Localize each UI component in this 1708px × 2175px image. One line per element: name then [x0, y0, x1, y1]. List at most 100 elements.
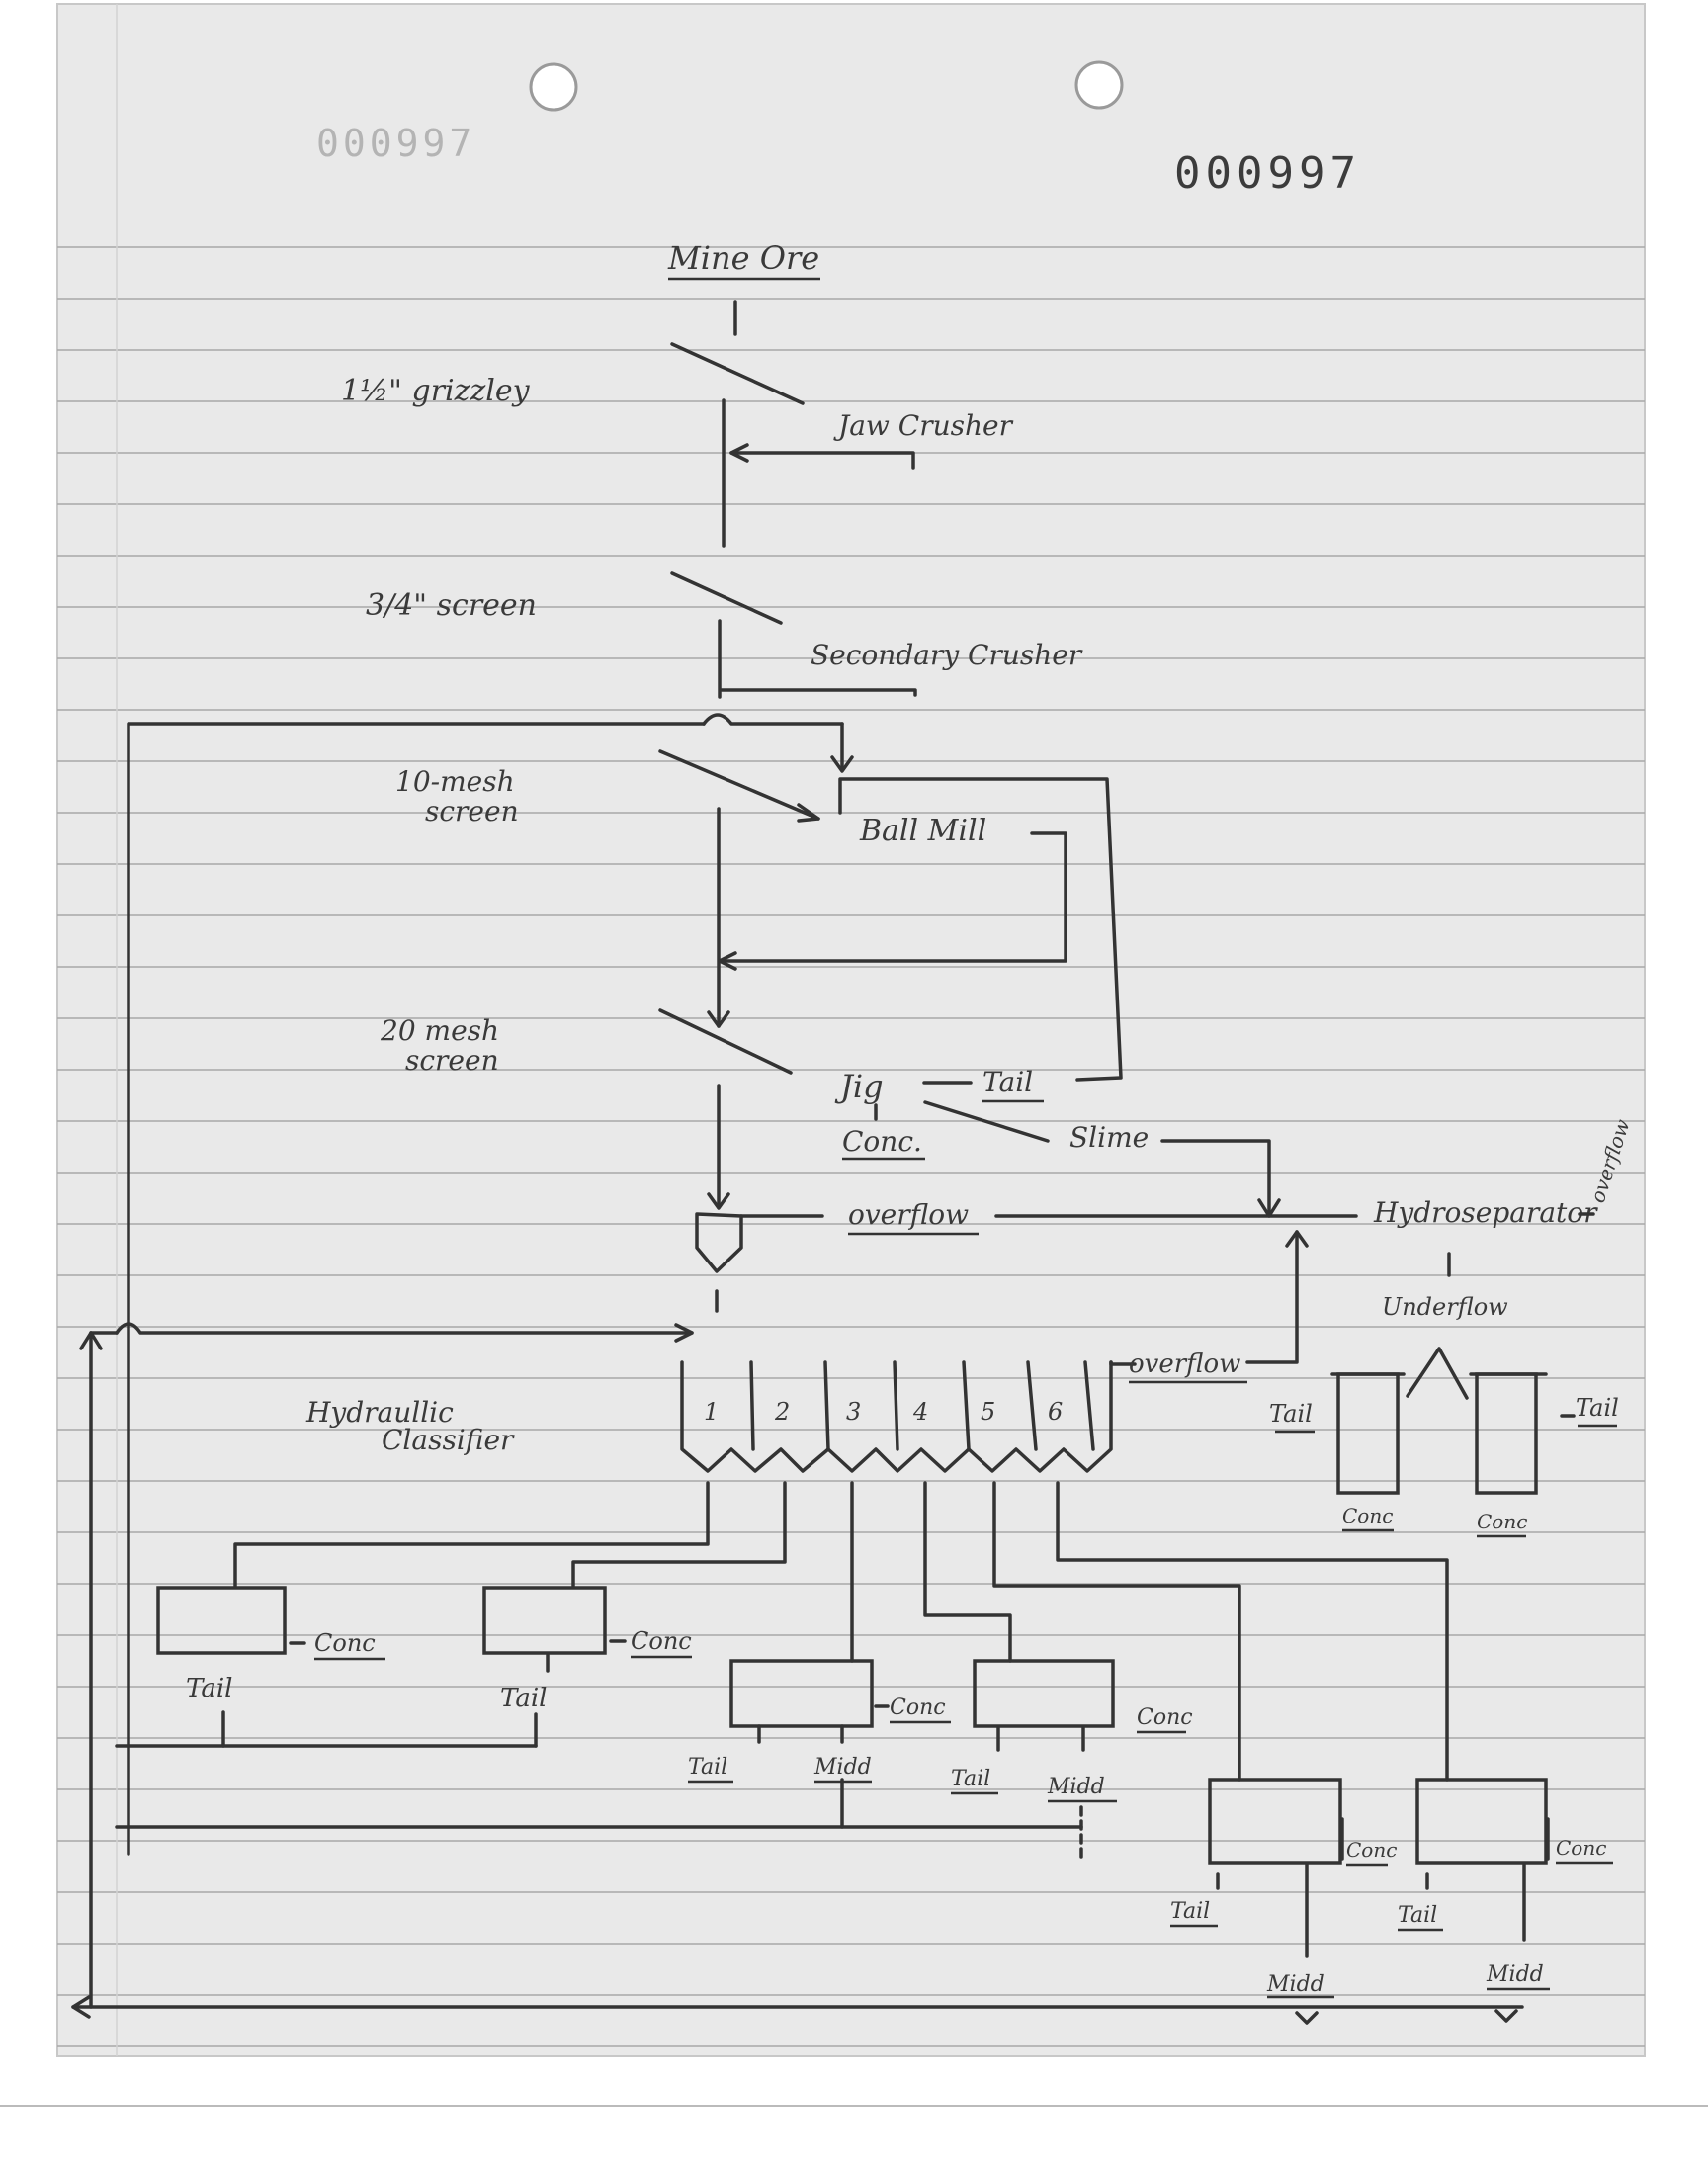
label-jig-conc: Conc. — [842, 1125, 922, 1158]
screen-10-mesh — [658, 749, 820, 821]
label-classifier-2: Classifier — [382, 1424, 515, 1456]
cone-classifier — [695, 1212, 743, 1273]
underflow-split — [1406, 1347, 1469, 1400]
label-classifier-1: Hydraullic — [305, 1396, 454, 1429]
table-1-tail: Tail — [186, 1674, 232, 1703]
label-secondary-crusher: Secondary Crusher — [811, 639, 1083, 671]
label-screen-34: 3/4" screen — [366, 588, 537, 623]
ball-mill-discharge — [718, 831, 1068, 963]
recycle-crossover — [702, 713, 844, 726]
label-overflow-2: overflow — [1129, 1349, 1240, 1379]
table-6-tail: Tail — [1398, 1903, 1437, 1928]
cell-divider-6 — [1083, 1360, 1095, 1451]
label-20-mesh-1: 20 mesh — [380, 1014, 499, 1047]
label-jig: Jig — [834, 1068, 884, 1105]
table-1 — [156, 1586, 287, 1655]
jaw-arrow — [729, 443, 749, 463]
ball-mill-feed-loop — [838, 777, 1123, 1082]
spigot-5 — [992, 1481, 1241, 1782]
label-10-mesh-1: 10-mesh — [395, 765, 515, 798]
table-6-conc: Conc — [1556, 1836, 1606, 1860]
classifier-cell-1: 1 — [704, 1398, 719, 1426]
table-1-conc: Conc — [314, 1629, 376, 1657]
spigot-4 — [923, 1481, 1012, 1663]
midd-6-arrow — [1494, 2009, 1518, 2023]
bottom-return-arrow — [71, 1995, 91, 2019]
label-underflow: Underflow — [1382, 1293, 1508, 1321]
label-10-mesh-2: screen — [425, 795, 519, 827]
return-crossover — [115, 1322, 694, 1335]
classifier-cell-3: 3 — [846, 1398, 861, 1426]
table-5 — [1208, 1778, 1342, 1865]
table-3 — [729, 1659, 874, 1728]
ruled-lines — [57, 246, 1645, 2047]
cell-divider-4 — [962, 1360, 971, 1451]
paper-sheet — [56, 3, 1646, 2057]
hydraulic-classifier — [680, 1360, 1113, 1473]
cell-divider-1 — [749, 1360, 755, 1451]
overflow-2-to-hydro — [1245, 1230, 1299, 1364]
screen-34 — [670, 571, 783, 625]
main-arrow-cone — [707, 1192, 730, 1210]
punch-hole-left — [529, 62, 578, 112]
cell-divider-3 — [893, 1360, 899, 1451]
label-ball-mill: Ball Mill — [859, 814, 986, 848]
label-20-mesh-2: screen — [405, 1044, 499, 1077]
classifier-cell-2: 2 — [774, 1398, 790, 1426]
table-5-tail: Tail — [1170, 1899, 1210, 1924]
label-mine-ore: Mine Ore — [667, 239, 819, 277]
table-3-conc: Conc — [890, 1696, 946, 1720]
down-arrow-20 — [707, 1010, 730, 1028]
classifier-overflow-line — [1109, 1360, 1137, 1366]
midd-5-arrow — [1295, 2011, 1319, 2025]
table-2-conc: Conc — [631, 1627, 692, 1655]
table-2-tail: Tail — [500, 1684, 547, 1713]
classifier-cell-5: 5 — [981, 1398, 995, 1426]
table-5-midd: Midd — [1266, 1972, 1324, 1997]
table-4-conc: Conc — [1137, 1705, 1193, 1730]
overflow-2-arrow — [1285, 1230, 1309, 1248]
classifier-cell-4: 4 — [912, 1398, 928, 1426]
ball-mill-arrow — [718, 951, 737, 971]
screen-10-arrow — [797, 803, 820, 823]
page-number: 000997 — [1174, 148, 1361, 199]
left-return-arrow — [79, 1331, 103, 1350]
table-3-midd: Midd — [813, 1755, 872, 1780]
label-grizzley: 1½" grizzley — [341, 374, 531, 408]
return-arrow — [674, 1323, 694, 1343]
label-overflow-1: overflow — [848, 1198, 969, 1231]
label-jig-tail: Tail — [982, 1066, 1033, 1098]
table-4 — [973, 1659, 1115, 1728]
table-6 — [1415, 1778, 1548, 1865]
recycle-top-line — [127, 722, 706, 1856]
spigot-6 — [1056, 1481, 1449, 1782]
cell-divider-2 — [823, 1360, 830, 1451]
to-ball-mill-arrow — [830, 755, 854, 773]
screen-20-mesh — [658, 1008, 793, 1075]
label-hydro-conc-left: Conc — [1342, 1504, 1393, 1527]
classifier-cell-6: 6 — [1048, 1398, 1063, 1426]
grizzley-screen — [670, 342, 805, 405]
table-5-conc: Conc — [1346, 1838, 1397, 1862]
table-4-midd: Midd — [1047, 1775, 1105, 1799]
label-slime: Slime — [1069, 1121, 1149, 1154]
table-3-tail: Tail — [688, 1755, 727, 1780]
jaw-crusher-return — [729, 451, 915, 470]
table-2 — [482, 1586, 607, 1655]
table-4-tail: Tail — [951, 1767, 990, 1791]
spigot-1 — [233, 1481, 710, 1588]
cell-divider-5 — [1026, 1360, 1038, 1451]
label-hydroseparator: Hydroseparator — [1373, 1196, 1598, 1229]
jig-to-slime — [923, 1100, 1050, 1143]
label-hydro-tail-right: Tail — [1576, 1394, 1619, 1422]
faded-stamp: 000997 — [316, 122, 475, 165]
spigot-2 — [571, 1481, 787, 1588]
label-hydro-conc-right: Conc — [1477, 1510, 1527, 1533]
punch-hole-right — [1074, 60, 1124, 110]
table-6-midd: Midd — [1486, 1962, 1544, 1987]
label-hydro-tail-left: Tail — [1269, 1400, 1313, 1428]
label-jaw-crusher: Jaw Crusher — [833, 409, 1014, 442]
secondary-crusher-return — [720, 688, 917, 697]
slime-to-hydro — [1160, 1139, 1271, 1216]
